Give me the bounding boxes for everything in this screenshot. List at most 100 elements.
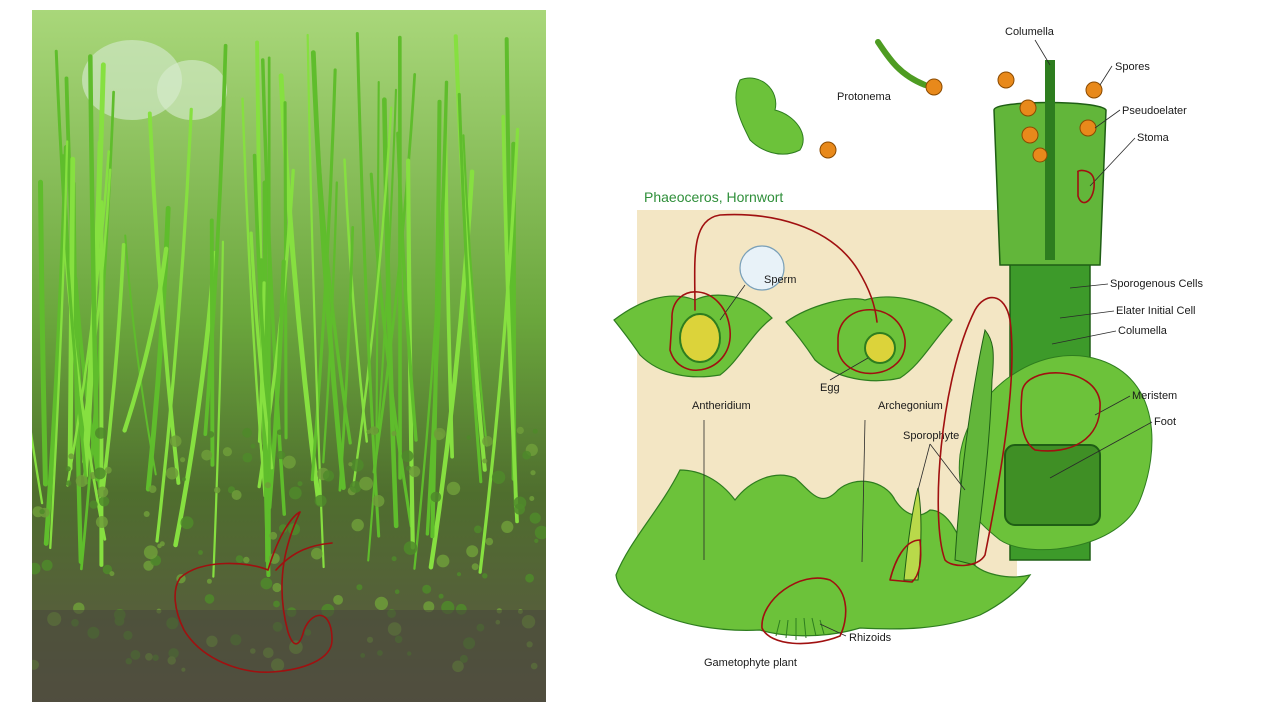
protonema-spore xyxy=(925,78,943,96)
photo-horn xyxy=(257,281,266,443)
photo-moss-tuft xyxy=(438,593,444,599)
label-gametophyte-plant: Gametophyte plant xyxy=(704,657,797,669)
photo-moss-tuft xyxy=(32,562,41,575)
spore xyxy=(1085,81,1103,99)
red-annotation-rhizoids xyxy=(761,577,847,645)
egg-cell xyxy=(864,332,896,364)
red-annotation-stoma xyxy=(1077,169,1095,204)
photo-moss-tuft xyxy=(143,511,150,517)
photo-horn xyxy=(322,181,338,464)
red-annotation-line-photo xyxy=(275,542,333,571)
photo-moss-tuft xyxy=(235,555,244,563)
photo-moss-tuft xyxy=(198,550,203,555)
photo-moss-tuft xyxy=(369,426,379,436)
photo-moss-tuft xyxy=(65,480,72,487)
spore xyxy=(1079,119,1097,137)
photo-moss-tuft xyxy=(525,573,534,583)
photo-moss-tuft xyxy=(231,490,242,500)
photo-blur-spot xyxy=(82,40,182,120)
photo-moss-tuft xyxy=(430,491,442,503)
sperm-bubble xyxy=(739,245,785,291)
label-rhizoids: Rhizoids xyxy=(849,632,892,644)
photo-moss-tuft xyxy=(148,485,157,493)
photo-moss-tuft xyxy=(181,477,186,482)
photo-moss-tuft xyxy=(288,486,302,500)
photo-horn xyxy=(343,158,369,443)
photo-horn xyxy=(310,50,346,491)
photo-horn xyxy=(306,33,325,569)
photo-moss-tuft xyxy=(250,443,256,449)
photo-moss-tuft xyxy=(143,545,158,560)
photo-blur-spot xyxy=(157,60,227,120)
red-annotation-small-horn xyxy=(889,539,922,583)
photo-moss-tuft xyxy=(180,516,194,530)
photo-moss-tuft xyxy=(68,453,75,460)
photo-horn xyxy=(369,172,413,528)
photo-moss-tuft xyxy=(516,426,524,434)
photo-moss-tuft xyxy=(391,556,397,562)
photo-horn xyxy=(355,31,381,538)
photo-moss-tuft xyxy=(204,594,215,604)
photo-moss-tuft xyxy=(534,525,546,540)
photo-moss-tuft xyxy=(207,431,215,438)
photo-moss-tuft xyxy=(242,427,253,438)
photo-horn xyxy=(457,92,483,484)
photo-moss-tuft xyxy=(95,427,107,439)
spore xyxy=(1032,147,1048,163)
photo-horn xyxy=(54,49,88,485)
photo-moss-tuft xyxy=(423,601,435,613)
label-stoma: Stoma xyxy=(1137,132,1170,144)
label-protonema: Protonema xyxy=(837,91,892,103)
diagram-title: Phaeoceros, Hornwort xyxy=(644,189,783,205)
photo-moss-tuft xyxy=(65,466,71,472)
photo-moss-tuft xyxy=(180,457,186,463)
rhizoids xyxy=(775,617,825,640)
photo-moss-tuft xyxy=(277,429,283,436)
photo-moss-tuft xyxy=(243,556,250,564)
photo-horn xyxy=(462,134,488,447)
antheridium-body xyxy=(679,313,721,363)
photo-moss-tuft xyxy=(374,596,388,611)
photo-moss-tuft xyxy=(349,481,362,493)
photo-horn xyxy=(124,234,157,476)
spore xyxy=(1021,126,1039,144)
photo-moss-tuft xyxy=(534,538,539,544)
photo-horn xyxy=(203,43,228,436)
photo-horn xyxy=(478,127,520,574)
photo-moss-tuft xyxy=(348,462,353,467)
photo-moss-tuft xyxy=(409,465,421,478)
red-annotation-sporophyte xyxy=(937,296,1013,567)
photo-moss-tuft xyxy=(95,516,108,528)
photo-moss-tuft xyxy=(482,458,488,464)
photo-moss-tuft xyxy=(391,430,397,437)
label-columella-top: Columella xyxy=(1005,26,1055,38)
photo-moss-tuft xyxy=(97,486,109,498)
photo-moss-tuft xyxy=(102,564,113,575)
photo-moss-tuft xyxy=(482,436,493,447)
sporophyte-horn-large xyxy=(954,328,994,566)
photo-moss-tuft xyxy=(491,470,506,484)
label-foot: Foot xyxy=(1154,416,1176,428)
photo-horn xyxy=(501,114,519,524)
photo-horn xyxy=(122,246,169,433)
photo-moss-tuft xyxy=(394,589,400,594)
photo-moss-tuft xyxy=(314,494,327,507)
photo-horn xyxy=(267,259,286,510)
photo-moss-tuft xyxy=(311,547,323,560)
photo-moss-tuft xyxy=(39,508,45,515)
photo-moss-tuft xyxy=(403,541,418,555)
photo-horn xyxy=(241,97,266,498)
photo-moss-tuft xyxy=(260,577,273,590)
photo-moss-tuft xyxy=(272,582,282,593)
photo-moss-tuft xyxy=(456,572,462,577)
red-annotation-connecting-arc xyxy=(693,213,878,323)
photo-moss-tuft xyxy=(372,495,385,507)
label-antheridium: Antheridium xyxy=(692,400,751,412)
photo-horn xyxy=(49,140,69,550)
photo-moss-tuft xyxy=(333,595,343,605)
photo-moss-tuft xyxy=(273,600,280,608)
photo-moss-tuft xyxy=(350,458,364,472)
photo-moss-tuft xyxy=(446,481,461,496)
photo-moss-tuft xyxy=(401,450,414,462)
photo-horn xyxy=(209,218,215,467)
